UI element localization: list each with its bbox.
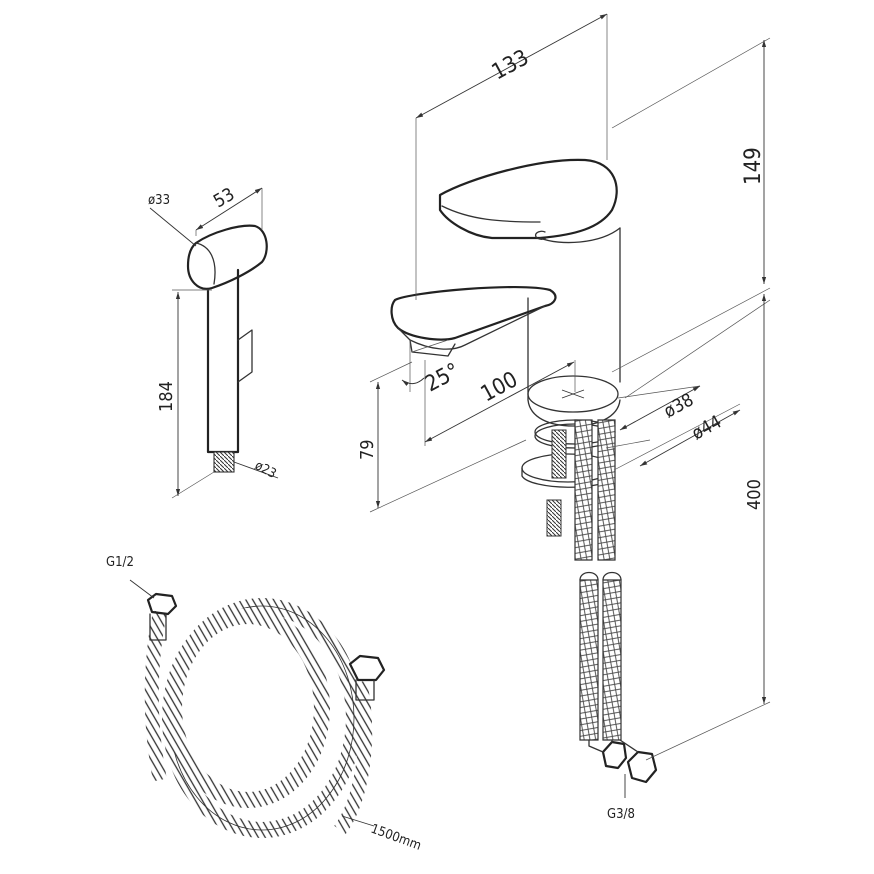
dim-149: 149 xyxy=(741,147,766,185)
dim-400: 400 xyxy=(744,479,765,510)
dim-100: 100 xyxy=(477,367,522,407)
supply-hose-left xyxy=(574,419,593,561)
label-g3-8: G3/8 xyxy=(607,807,635,822)
label-1500mm: 1500mm xyxy=(369,822,424,854)
dim-133: 133 xyxy=(488,45,533,85)
bidet-handset: ø33 53 184 ø23 xyxy=(148,184,279,499)
dim-79: 79 xyxy=(357,439,378,460)
dim-25-deg: 25° xyxy=(421,359,464,398)
handset-thread xyxy=(213,451,235,473)
dim-d23: ø23 xyxy=(252,458,279,482)
label-g1-2: G1/2 xyxy=(106,555,134,570)
hose-fitting-left xyxy=(146,592,178,616)
supply-hose-right xyxy=(597,419,616,561)
dim-d38: ø38 xyxy=(660,389,697,422)
supply-nut-right xyxy=(626,750,658,784)
faucet-dimensions: 133 149 400 25° 100 79 ø38 ø44 G3/8 xyxy=(357,13,771,822)
hose-fitting-right xyxy=(348,654,386,682)
lever-handle xyxy=(438,158,618,240)
hose-coil-inner xyxy=(166,608,330,808)
faucet xyxy=(390,158,658,784)
dim-d33: ø33 xyxy=(148,193,170,208)
handset-handle xyxy=(206,268,240,454)
dim-d44: ø44 xyxy=(688,411,725,444)
hose-tail xyxy=(144,610,167,782)
dim-53: 53 xyxy=(210,184,238,212)
spout xyxy=(390,285,557,341)
handset-head xyxy=(186,224,268,290)
dim-184: 184 xyxy=(156,381,177,412)
threaded-stud xyxy=(551,429,567,479)
faucet-body xyxy=(527,227,621,401)
supply-nut-left xyxy=(601,740,628,770)
shower-hose: G1/2 1500mm xyxy=(106,555,423,854)
